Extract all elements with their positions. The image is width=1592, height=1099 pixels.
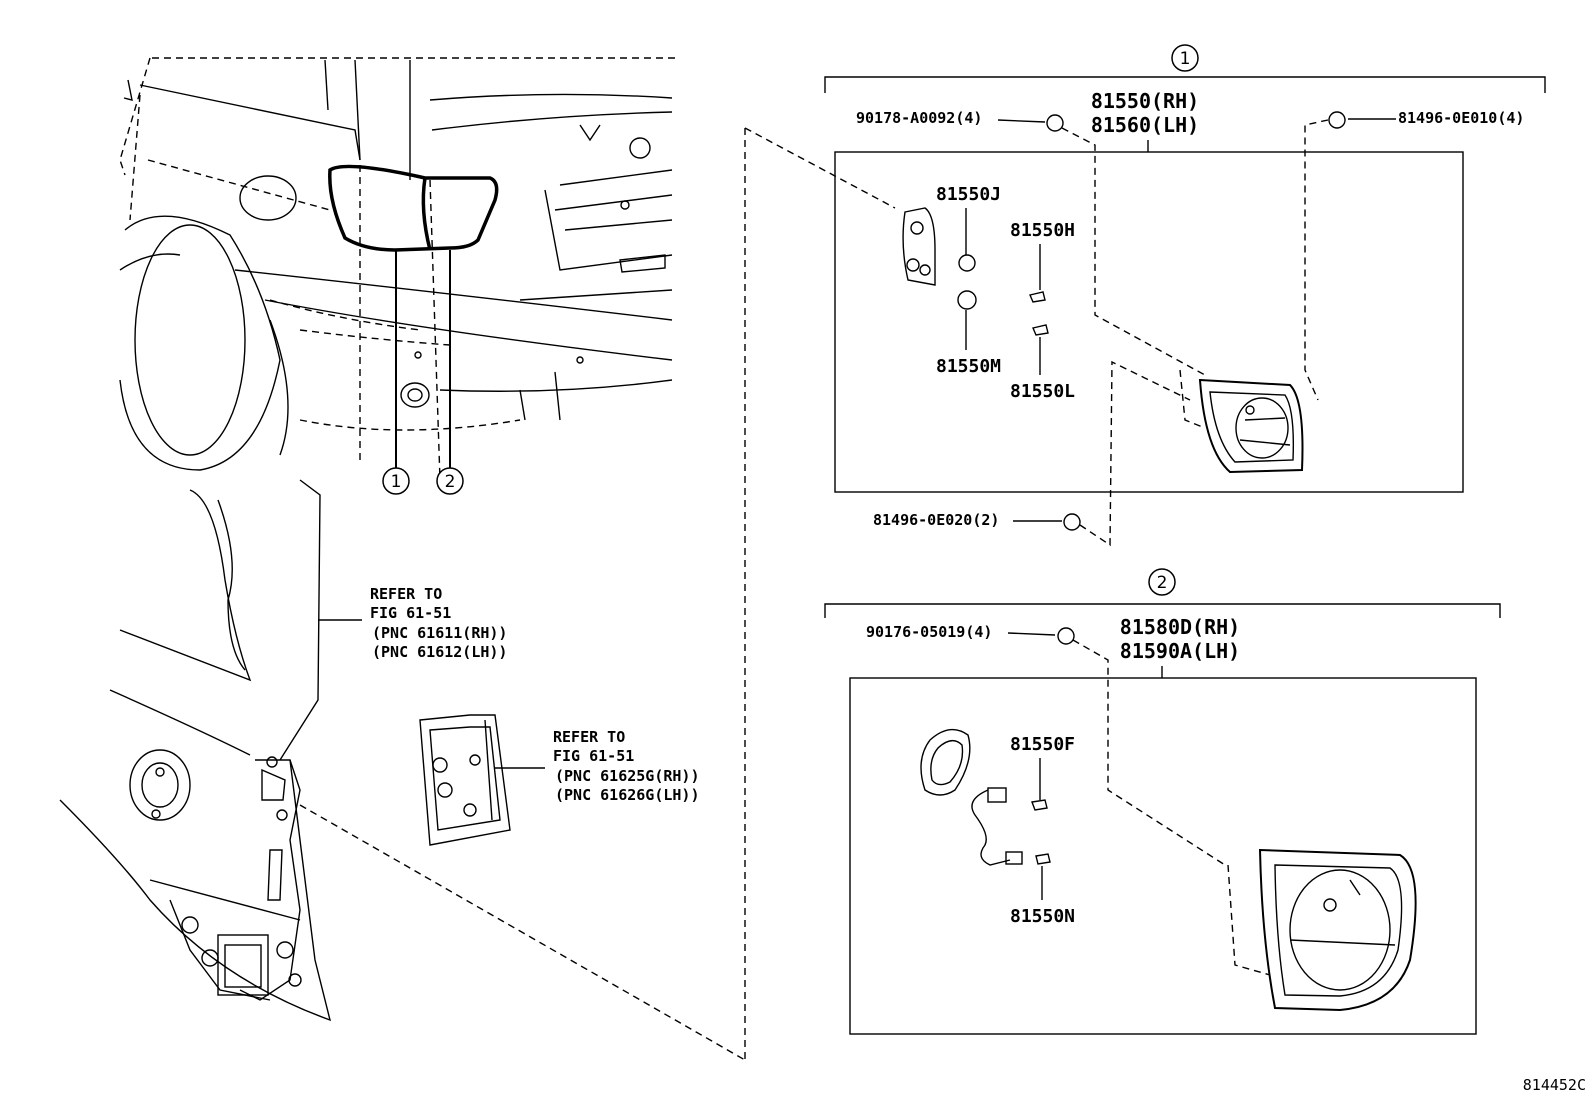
- socket-j-icon: [958, 254, 976, 272]
- group-2-marker-circle: [1148, 568, 1176, 596]
- clip-bottom-icon: [1063, 513, 1081, 531]
- group-1-clip-top-label: 81496-0E010(4): [1398, 109, 1524, 127]
- bulb-l-icon: [1032, 324, 1049, 336]
- group-2-part-lh: 81590A(LH): [1120, 639, 1240, 663]
- group-1-part-81550m: 81550M: [936, 356, 1001, 377]
- bulb-f-icon: [1031, 799, 1048, 811]
- refer-1-line-1: REFER TO: [370, 585, 442, 603]
- refer-1-line-3: (PNC 61611(RH)): [372, 624, 507, 642]
- refer-2-line-4: (PNC 61626G(LH)): [555, 786, 700, 804]
- group-1-lamp-unit: [1179, 369, 1304, 474]
- callout-circle-2: [436, 467, 464, 495]
- group-1-marker-number: 1: [1180, 49, 1191, 69]
- group-2-screw-label: 90176-05019(4): [866, 623, 992, 641]
- bulb-h-icon: [1029, 291, 1046, 303]
- group-1-screw-label: 90178-A0092(4): [856, 109, 982, 127]
- group-2-part-81550n: 81550N: [1010, 906, 1075, 927]
- refer-2-line-2: FIG 61-51: [553, 747, 634, 765]
- lamp-housing-bracket-illustration: [419, 714, 545, 846]
- refer-2-line-3: (PNC 61625G(RH)): [555, 767, 700, 785]
- group-2-marker-number: 2: [1157, 573, 1168, 593]
- group-1-frame: [834, 151, 1464, 493]
- group-2-tail-lamp-assembly: 2 81580D(RH) 81590A(LH) 90176-05019(4) 8…: [824, 568, 1501, 1035]
- group-1-clip-bottom-label: 81496-0E020(2): [873, 511, 999, 529]
- connection-lines: [299, 127, 896, 1061]
- quarter-panel-illustration: [59, 479, 362, 1022]
- group-1-part-rh: 81550(RH): [1091, 89, 1199, 113]
- group-1-gasket: [902, 207, 936, 286]
- refer-2-line-1: REFER TO: [553, 728, 625, 746]
- group-1-part-81550j: 81550J: [936, 184, 1001, 205]
- callout-number-1: 1: [391, 472, 402, 492]
- refer-note-1: REFER TO FIG 61-51 (PNC 61611(RH)) (PNC …: [370, 585, 507, 661]
- vehicle-rear-illustration: 1 2: [119, 57, 675, 495]
- bulb-n-icon: [1035, 853, 1051, 865]
- clip-icon: [1328, 111, 1346, 129]
- group-1-tail-lamp-assembly: 1 81550(RH) 81560(LH) 90178-A0092(4) 814…: [824, 44, 1546, 547]
- group-2-part-81550f: 81550F: [1010, 734, 1075, 755]
- group-2-part-rh: 81580D(RH): [1120, 615, 1240, 639]
- group-1-part-lh: 81560(LH): [1091, 113, 1199, 137]
- group-2-frame: [849, 677, 1477, 1035]
- callout-number-2: 2: [445, 472, 456, 492]
- screw-2-icon: [1057, 627, 1075, 645]
- group-2-gasket: [920, 728, 971, 796]
- screw-icon: [1046, 114, 1064, 132]
- socket-m-icon: [957, 290, 977, 310]
- group-2-lamp-unit: [1227, 848, 1417, 1012]
- group-1-part-81550l: 81550L: [1010, 381, 1075, 402]
- wire-harness: [971, 789, 1011, 866]
- refer-note-2: REFER TO FIG 61-51 (PNC 61625G(RH)) (PNC…: [553, 728, 700, 804]
- callout-circle-1: [382, 467, 410, 495]
- diagram-id: 814452C: [1523, 1076, 1586, 1094]
- group-1-part-81550h: 81550H: [1010, 220, 1075, 241]
- socket-2-icon: [987, 787, 1007, 803]
- refer-1-line-4: (PNC 61612(LH)): [372, 643, 507, 661]
- group-1-marker-circle: [1171, 44, 1199, 72]
- refer-1-line-2: FIG 61-51: [370, 604, 451, 622]
